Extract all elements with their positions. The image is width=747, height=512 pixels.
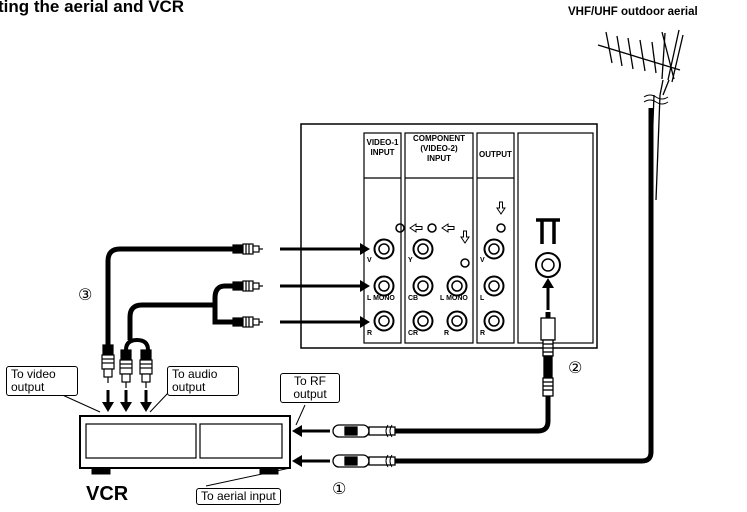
step-1: ① (332, 479, 347, 498)
aerial-socket (535, 252, 561, 278)
antenna-symbol-icon (536, 218, 560, 244)
arrows-to-vcr (102, 390, 152, 412)
callout-aerial-input: To aerial input (196, 488, 281, 505)
label-l-mono: L MONO (367, 295, 395, 302)
component-r-jack (446, 310, 468, 332)
output-v-jack (483, 238, 505, 260)
output-l-jack (483, 275, 505, 297)
output-r-jack (483, 310, 505, 332)
label-y: Y (408, 257, 413, 264)
rf-plug-tv (540, 317, 556, 397)
component-l-jack (446, 275, 468, 297)
rca-plugs-vcr (101, 344, 153, 388)
vcr-icon (79, 415, 291, 475)
arrow-up-to-socket (542, 278, 554, 310)
video1-v-jack (373, 238, 395, 260)
rf-cable-to-tv (395, 312, 551, 434)
vcr-label: VCR (86, 483, 129, 505)
label-r: R (367, 330, 373, 337)
label-l-out: L (480, 295, 485, 302)
arrows-to-vcr-rf (292, 425, 330, 467)
av-cables (105, 246, 233, 345)
video1-r-jack (373, 310, 395, 332)
step-3: ③ (78, 285, 93, 304)
video1-input-header: VIDEO-1 INPUT (366, 138, 399, 157)
rca-jacks (373, 238, 505, 332)
aerial-label: VHF/UHF outdoor aerial (568, 6, 698, 18)
output-header: OUTPUT (479, 150, 512, 159)
arrows-to-tv-jacks (280, 243, 370, 328)
aerial-cable (395, 108, 654, 464)
label-cr: CR (408, 330, 419, 337)
callout-video-output: To video output (6, 366, 78, 396)
callout-audio-output: To audio output (167, 366, 239, 396)
rca-plugs-tv (232, 243, 263, 328)
step-2: ② (568, 358, 583, 377)
label-r-2: R (444, 330, 450, 337)
video1-l-jack (373, 275, 395, 297)
label-r-out: R (480, 330, 486, 337)
vcr-rf-connectors (332, 424, 396, 468)
label-v-out: V (480, 257, 485, 264)
callout-rf-output: To RF output (280, 373, 340, 403)
page-title: ting the aerial and VCR (0, 0, 185, 16)
label-cb: CB (408, 295, 419, 302)
component-input-header: COMPONENT (VIDEO-2) INPUT (413, 134, 465, 163)
component-y-jack (412, 238, 434, 260)
component-cr-jack (412, 310, 434, 332)
aerial-icon (597, 29, 684, 201)
label-v: V (367, 257, 372, 264)
aerial-break-mark (643, 94, 669, 105)
label-l-mono-2: L MONO (440, 295, 468, 302)
component-cb-jack (412, 275, 434, 297)
